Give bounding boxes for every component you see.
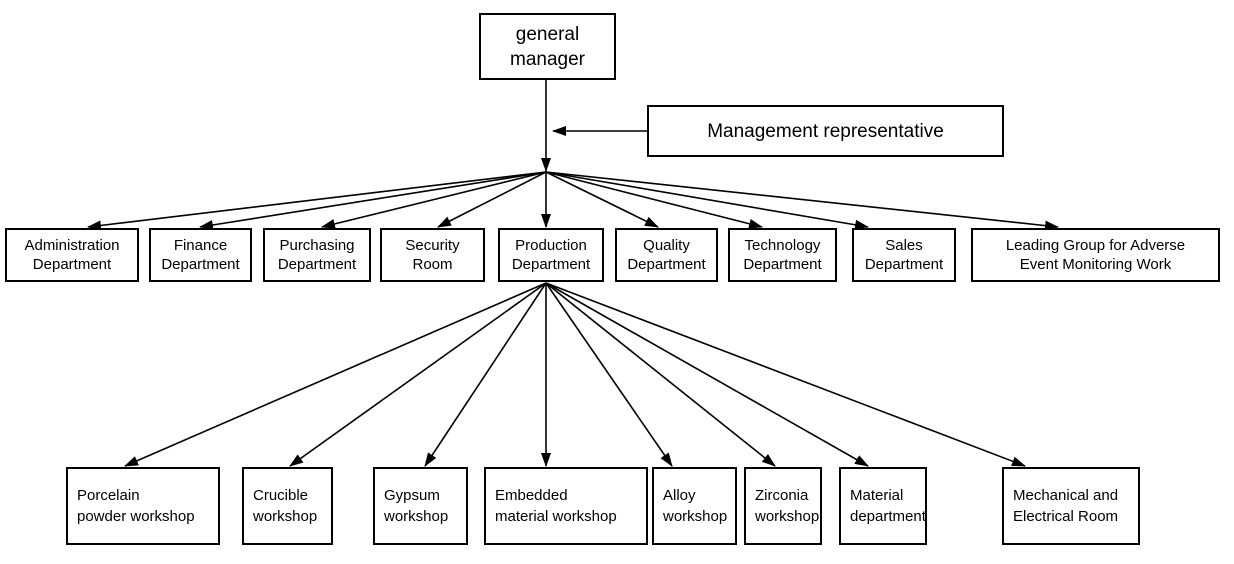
node-technology-department: Technology Department — [728, 228, 837, 282]
node-material-department: Material department — [839, 467, 927, 545]
node-management-representative: Management representative — [647, 105, 1004, 157]
node-administration-department: Administration Department — [5, 228, 139, 282]
node-finance-department: Finance Department — [149, 228, 252, 282]
node-alloy-workshop: Alloy workshop — [652, 467, 737, 545]
node-mechanical-electrical-room: Mechanical and Electrical Room — [1002, 467, 1140, 545]
node-gypsum-workshop: Gypsum workshop — [373, 467, 468, 545]
node-security-room: Security Room — [380, 228, 485, 282]
node-crucible-workshop: Crucible workshop — [242, 467, 333, 545]
node-embedded-material-workshop: Embedded material workshop — [484, 467, 648, 545]
node-porcelain-powder-workshop: Porcelain powder workshop — [66, 467, 220, 545]
node-leading-group-adverse-event-monitoring: Leading Group for Adverse Event Monitori… — [971, 228, 1220, 282]
node-quality-department: Quality Department — [615, 228, 718, 282]
node-general-manager: general manager — [479, 13, 616, 80]
node-zirconia-workshop: Zirconia workshop — [744, 467, 822, 545]
node-production-department: Production Department — [498, 228, 604, 282]
node-sales-department: Sales Department — [852, 228, 956, 282]
node-purchasing-department: Purchasing Department — [263, 228, 371, 282]
